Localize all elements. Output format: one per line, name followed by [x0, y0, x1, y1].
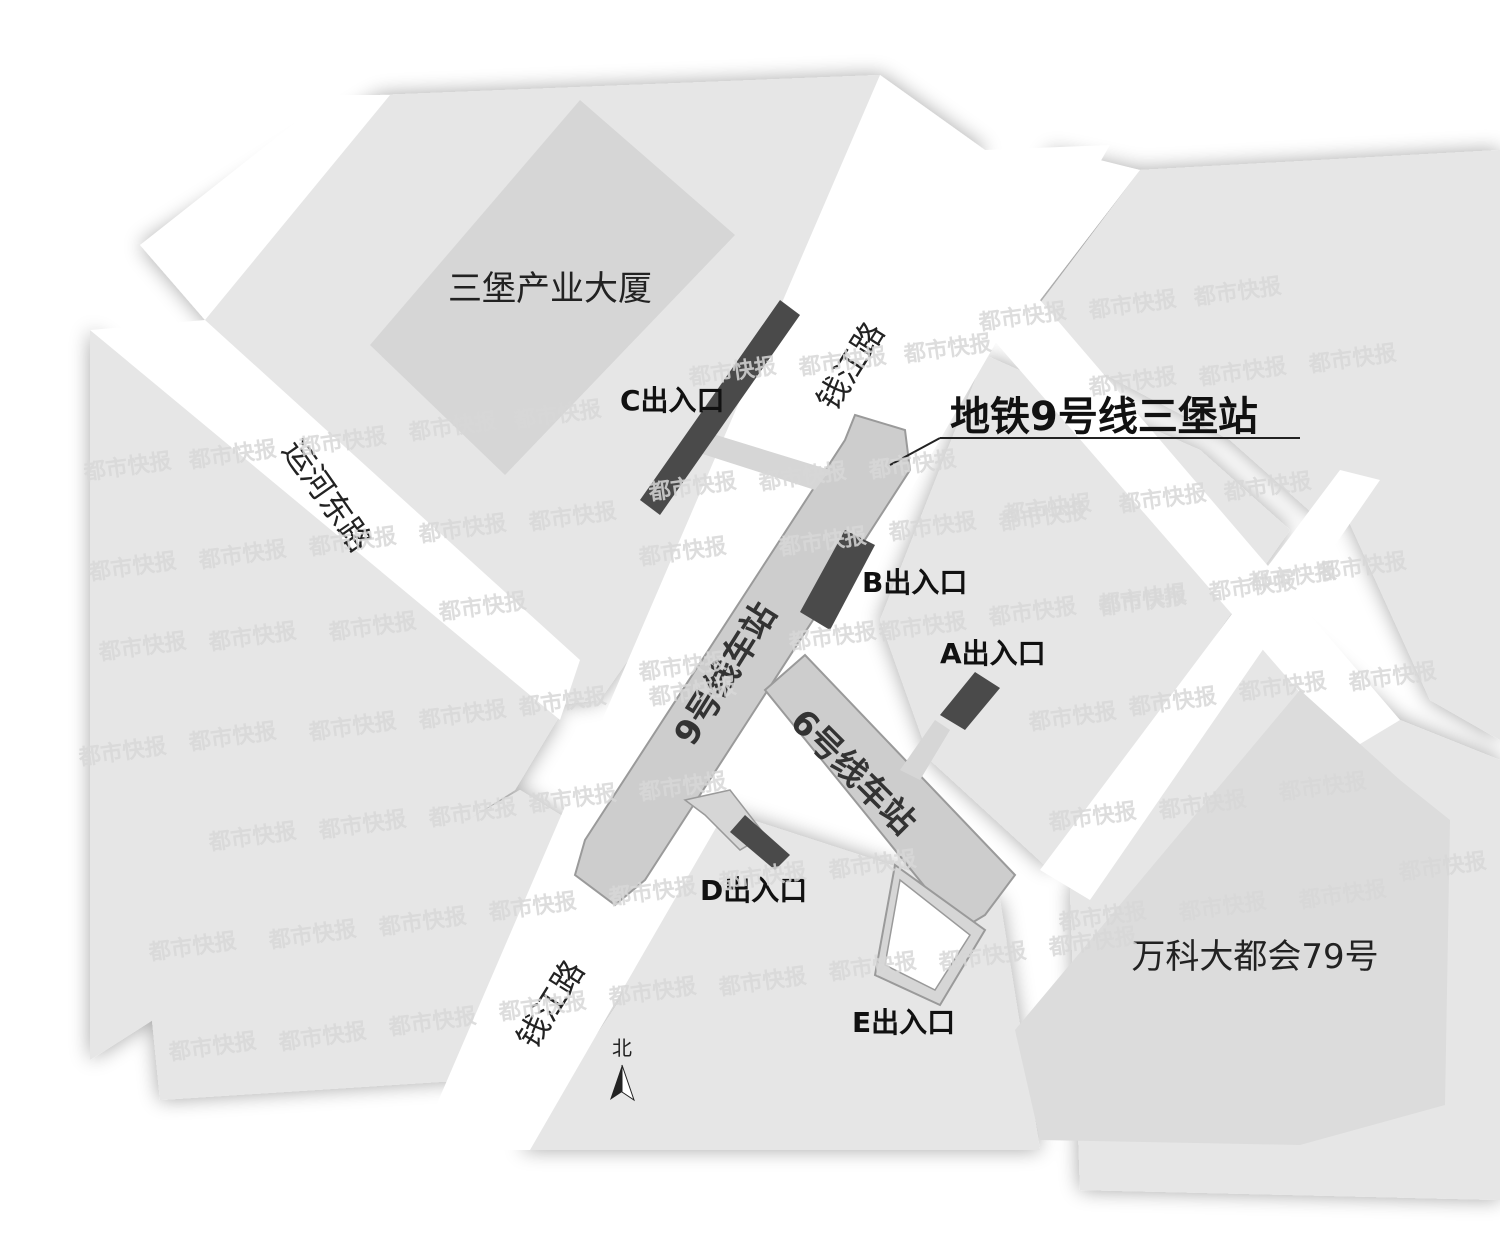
exit-a-label[interactable]: A出入口 [940, 637, 1046, 670]
top-road [140, 95, 390, 320]
exit-b-bar[interactable] [800, 530, 875, 630]
east-road-1 [985, 300, 1400, 750]
exit-a-connector [900, 720, 950, 780]
exit-d-label[interactable]: D出入口 [700, 874, 807, 907]
block-west [90, 330, 560, 1060]
exit-a-bar[interactable] [940, 672, 1000, 730]
exit-e-corridor-inner [884, 878, 971, 991]
north-label: 北 [612, 1036, 632, 1060]
station-title-leader [889, 437, 941, 466]
sanbao-tower-label: 三堡产业大厦 [448, 269, 652, 309]
compass: 北 [610, 1036, 635, 1102]
line9-platform [573, 413, 912, 907]
northeast-road [1000, 160, 1140, 330]
exit-d-bar[interactable] [730, 815, 790, 870]
vanke-building [1015, 690, 1450, 1145]
exit-c-bar[interactable] [640, 300, 800, 515]
exits [640, 300, 1000, 870]
exit-c-connector [690, 430, 830, 490]
exit-e-label[interactable]: E出入口 [852, 1006, 955, 1039]
exit-b-label[interactable]: B出入口 [862, 566, 967, 599]
vanke-label: 万科大都会79号 [1131, 937, 1378, 977]
block-east-upper [1020, 150, 1500, 520]
north-arrow-half-icon [621, 1064, 635, 1102]
station-structure [573, 413, 1017, 1007]
sanbao-tower-building [370, 100, 735, 475]
exit-c-label[interactable]: C出入口 [620, 384, 725, 417]
east-cross-road [1040, 470, 1380, 900]
block-east [1330, 420, 1500, 740]
yunhe-east-road [90, 320, 580, 720]
station-title: 地铁9号线三堡站 [950, 394, 1258, 440]
